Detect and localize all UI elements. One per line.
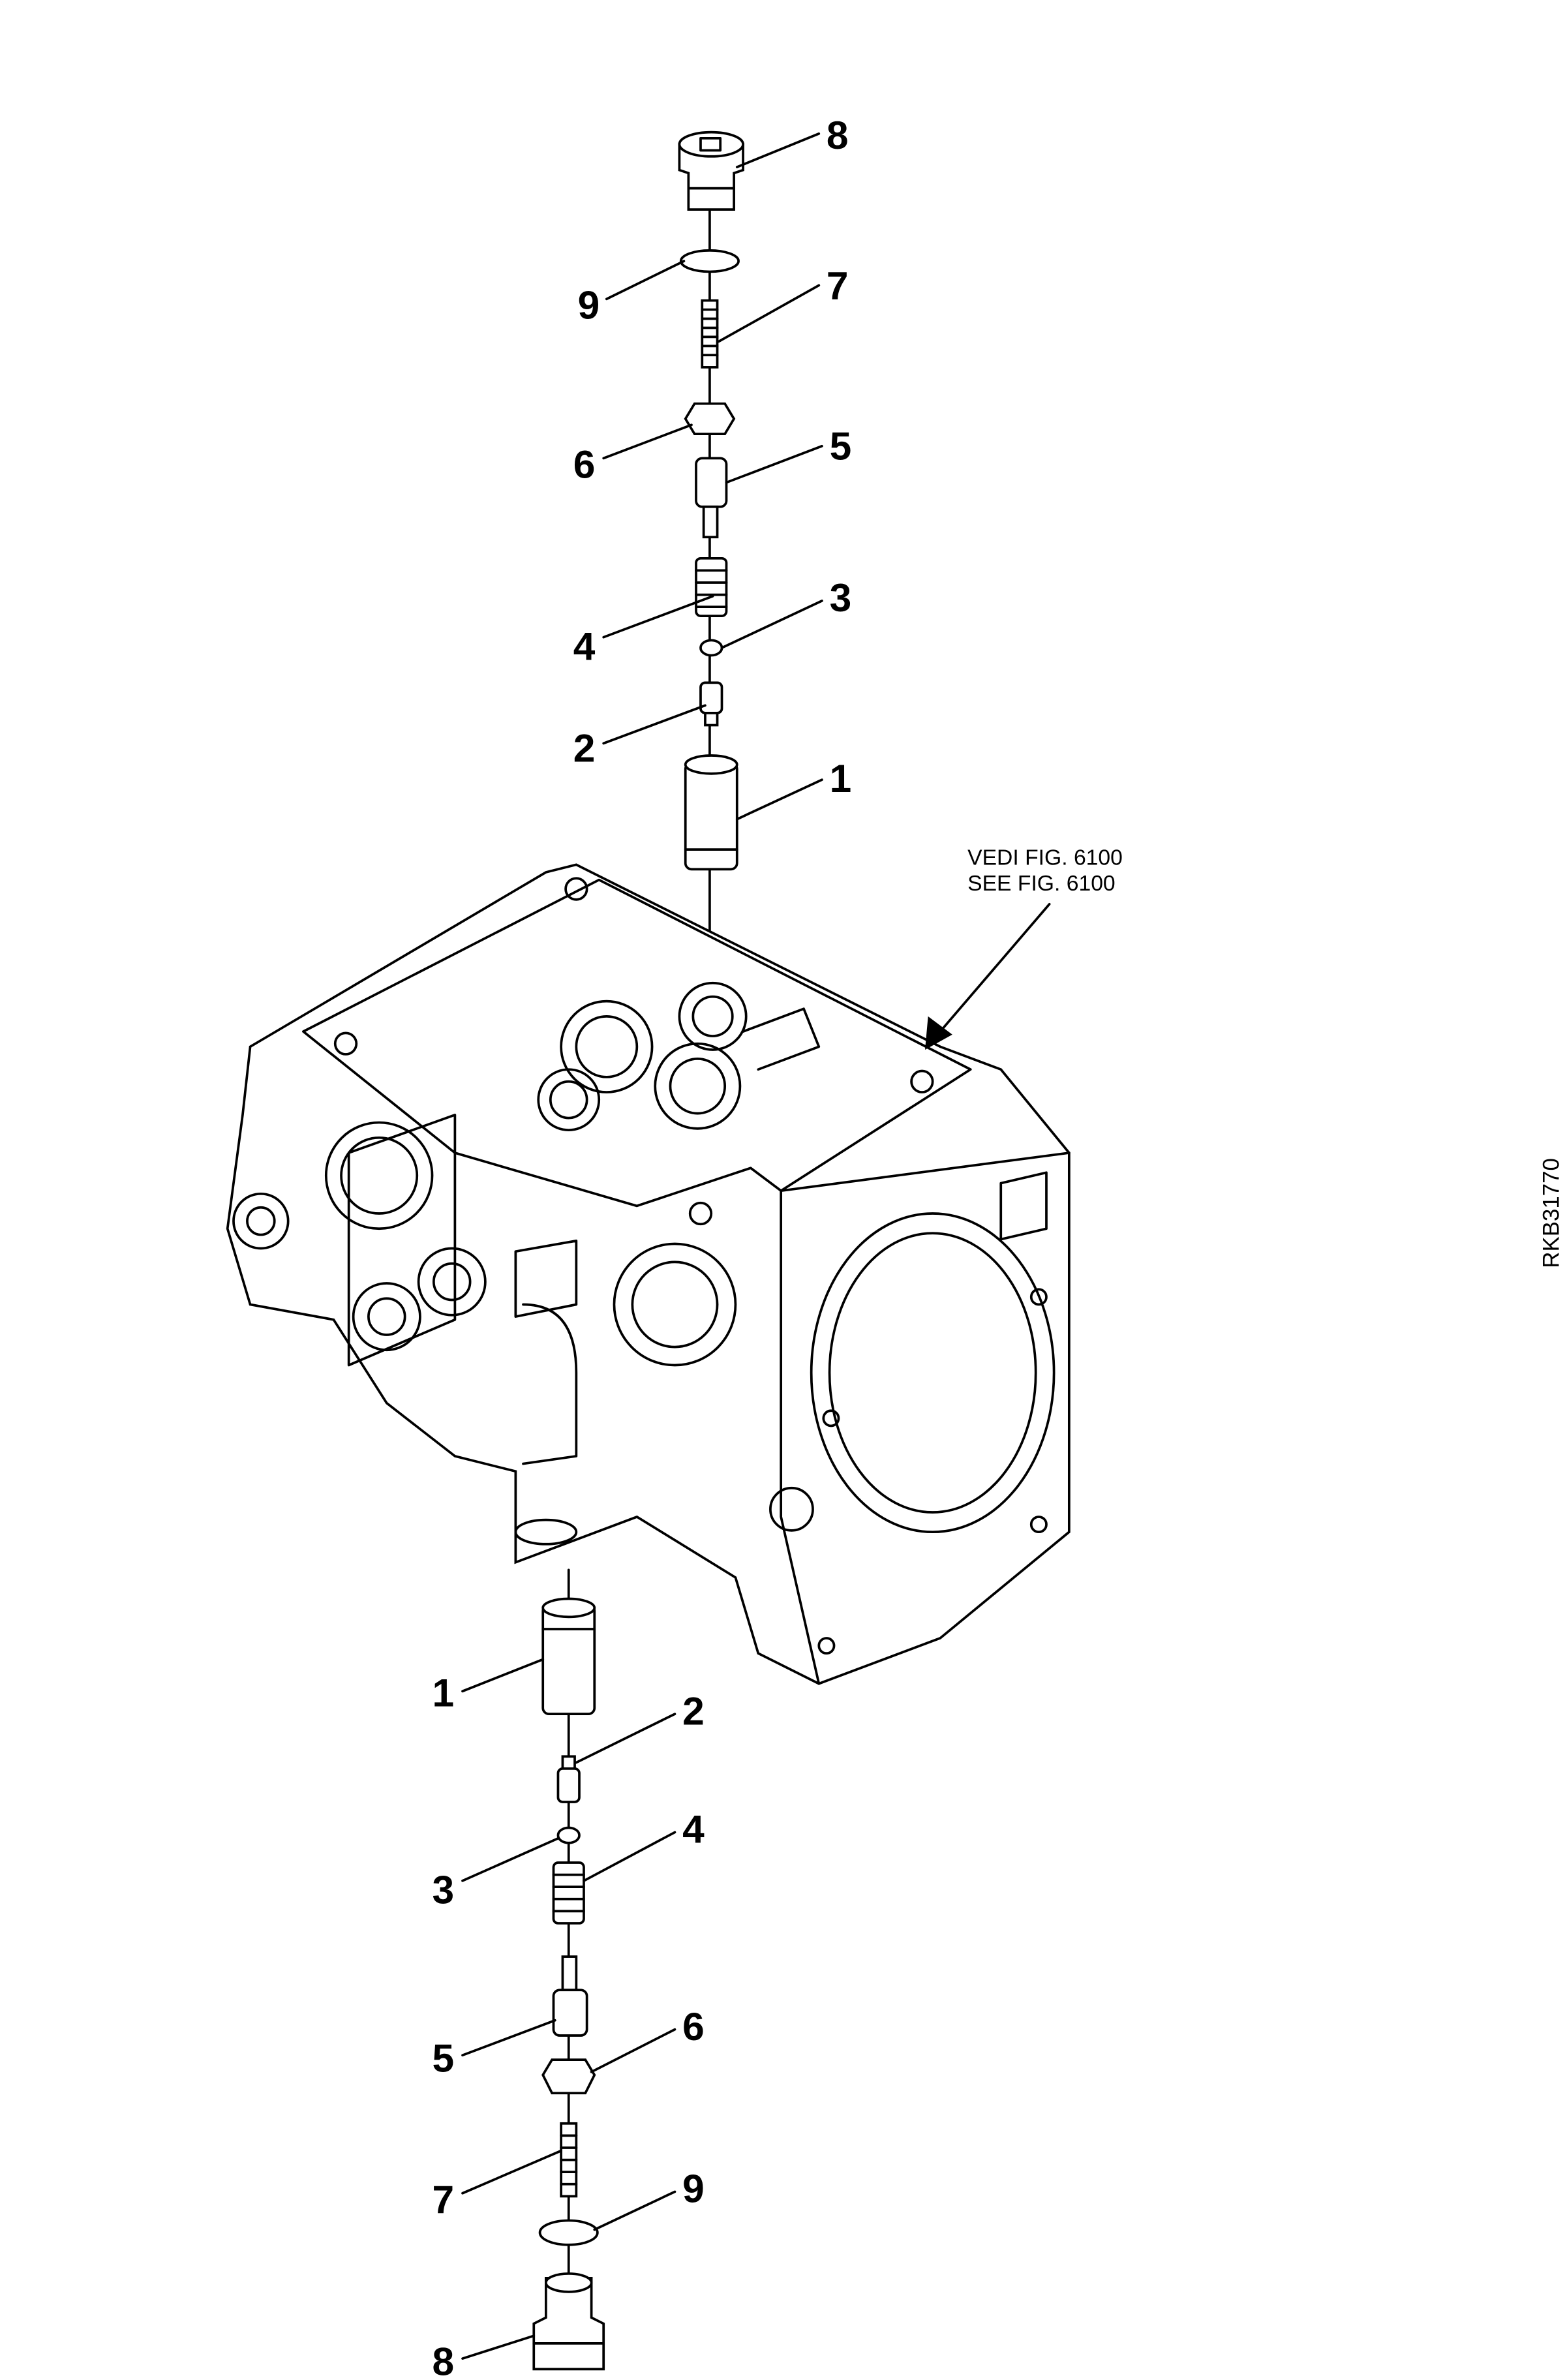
pump-housing	[226, 863, 1071, 1685]
reference-arrow	[939, 902, 1051, 1033]
lower-spring-4	[552, 1861, 585, 1925]
callout-lower-1: 1	[433, 1671, 455, 1715]
lower-washer-3	[556, 1826, 581, 1844]
callout-upper-8: 8	[827, 113, 849, 157]
callout-lower-4: 4	[682, 1807, 705, 1852]
callout-upper-5: 5	[830, 424, 852, 468]
lower-plug-8	[532, 2272, 605, 2371]
callout-lower-5: 5	[433, 2036, 455, 2081]
upper-spring-7	[701, 299, 719, 369]
lower-spring-7	[560, 2122, 578, 2198]
upper-leader-lines	[602, 132, 823, 821]
callout-upper-6: 6	[573, 442, 596, 487]
upper-oring-9	[679, 249, 740, 273]
callout-upper-9: 9	[578, 283, 600, 328]
upper-plug-8	[678, 130, 744, 211]
callout-lower-7: 7	[433, 2177, 455, 2221]
upper-poppet-2	[699, 681, 723, 727]
upper-spring-4	[695, 557, 728, 617]
callout-upper-7: 7	[827, 263, 849, 307]
upper-sleeve-1	[684, 754, 738, 871]
upper-nut-6	[684, 402, 736, 436]
callout-lower-6: 6	[682, 2004, 705, 2049]
lower-oring-9	[538, 2219, 599, 2246]
callout-upper-3: 3	[830, 575, 852, 620]
callout-upper-4: 4	[573, 624, 596, 669]
reference-text-english: SEE FIG. 6100	[967, 871, 1116, 896]
lower-leader-lines	[461, 1658, 676, 2360]
upper-adjuster-5	[695, 457, 728, 539]
callout-lower-2: 2	[682, 1688, 705, 1733]
reference-arrow-head	[925, 1016, 952, 1050]
lower-nut-6	[541, 2058, 596, 2095]
lower-sleeve-1	[541, 1597, 596, 1716]
callout-upper-1: 1	[830, 756, 852, 801]
upper-washer-3	[699, 639, 723, 657]
callout-lower-8: 8	[433, 2340, 455, 2380]
lower-adjuster-5	[552, 1955, 588, 2037]
drawing-code: RKB31770	[1539, 1158, 1564, 1268]
lower-poppet-2	[556, 1755, 581, 1803]
callout-upper-2: 2	[573, 725, 596, 770]
callout-lower-9: 9	[682, 2167, 705, 2211]
callout-lower-3: 3	[433, 1868, 455, 1912]
reference-text-italian: VEDI FIG. 6100	[967, 845, 1123, 870]
